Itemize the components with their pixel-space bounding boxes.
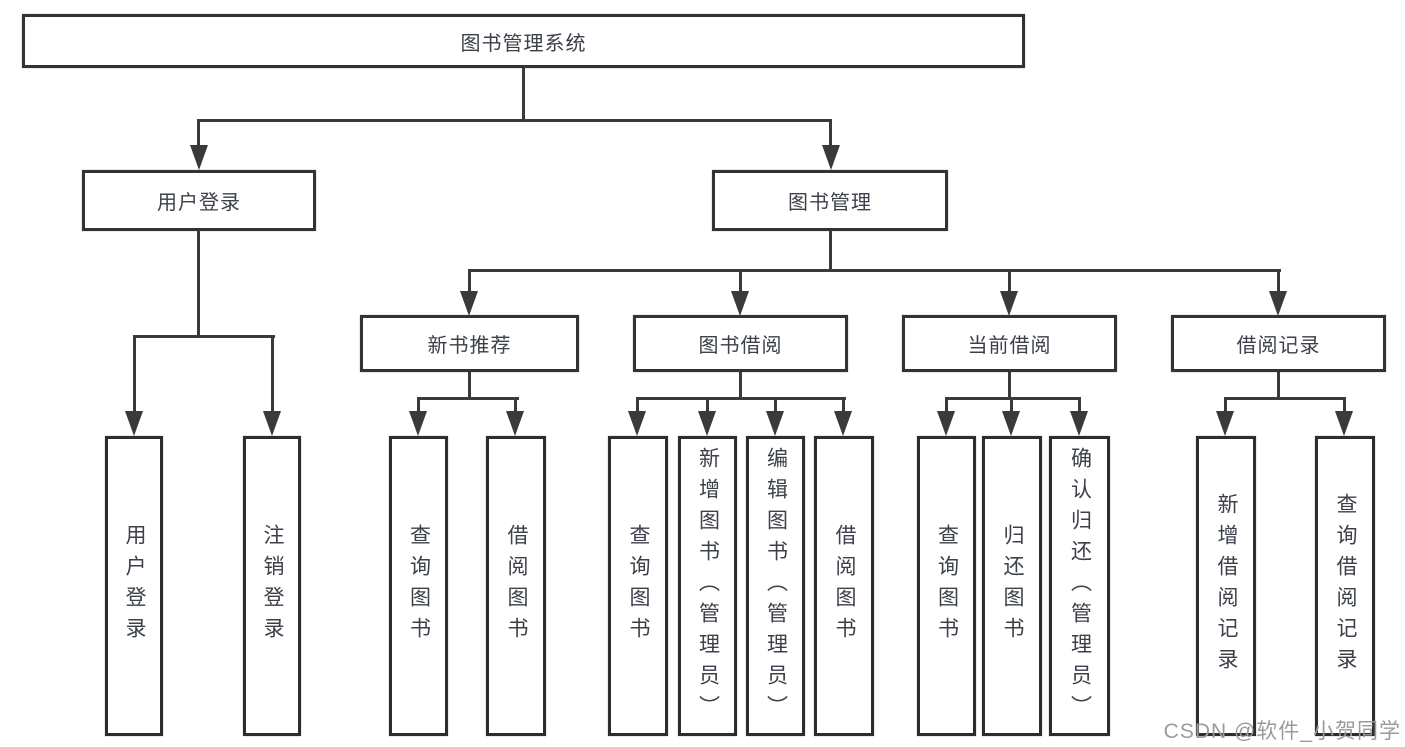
connector-line-borrow-edit: [774, 397, 777, 413]
connector-line-borrow-lend: [842, 397, 845, 413]
leaf-borrow-books-recommend: 借阅图书: [486, 436, 546, 736]
connector-borrow-branch: [636, 397, 846, 400]
leaf-query-books-current: 查询图书: [917, 436, 976, 736]
connector-line-records-add: [1224, 397, 1227, 413]
leaf-logout: 注销登录: [243, 436, 301, 736]
node-new-book-recommend: 新书推荐: [360, 315, 579, 372]
leaf-query-borrow-record: 查询借阅记录: [1315, 436, 1375, 736]
arrowhead-current-borrow: [1000, 291, 1018, 316]
arrowhead-new-book-recommend: [460, 291, 478, 316]
connector-line-borrow-add: [706, 397, 709, 413]
connector-current-stub: [1008, 372, 1011, 399]
connector-line-book-management: [829, 119, 832, 146]
connector-line-records-query: [1343, 397, 1346, 413]
connector-records-branch: [1224, 397, 1346, 400]
leaf-add-borrow-record: 新增借阅记录: [1196, 436, 1256, 736]
arrowhead-records-add: [1216, 411, 1234, 436]
arrowhead-current-query: [937, 411, 955, 436]
node-borrow-records: 借阅记录: [1171, 315, 1386, 372]
connector-line-leaf-user-login: [133, 335, 136, 413]
arrowhead-borrow-query: [628, 411, 646, 436]
arrowhead-current-return: [1002, 411, 1020, 436]
arrowhead-leaf-logout: [263, 411, 281, 436]
leaf-user-login: 用户登录: [105, 436, 163, 736]
arrowhead-borrow-records: [1269, 291, 1287, 316]
connector-line-book-borrow: [739, 269, 742, 293]
connector-line-recommend-borrow: [514, 397, 517, 413]
arrowhead-book-management: [822, 145, 840, 170]
node-current-borrow: 当前借阅: [902, 315, 1117, 372]
node-book-management: 图书管理: [712, 170, 948, 231]
connector-line-user-login: [197, 119, 200, 146]
connector-recommend-stub: [468, 372, 471, 399]
leaf-query-books-borrow: 查询图书: [608, 436, 668, 736]
node-root-system: 图书管理系统: [22, 14, 1025, 68]
arrowhead-user-login: [190, 145, 208, 170]
connector-user-login-branch: [133, 335, 275, 338]
arrowhead-borrow-edit: [766, 411, 784, 436]
arrowhead-current-confirm: [1070, 411, 1088, 436]
leaf-borrow-books-borrow: 借阅图书: [814, 436, 874, 736]
leaf-add-books-admin: 新增图书（管理员）: [678, 436, 737, 736]
csdn-watermark: CSDN @软件_小贺同学: [1163, 720, 1401, 743]
connector-borrow-stub: [739, 372, 742, 399]
arrowhead-borrow-add: [698, 411, 716, 436]
connector-line-new-book-recommend: [468, 269, 471, 293]
connector-level3-branch: [469, 269, 1281, 272]
node-book-borrow: 图书借阅: [633, 315, 848, 372]
leaf-query-books-recommend: 查询图书: [389, 436, 448, 736]
connector-line-borrow-records: [1277, 269, 1280, 293]
arrowhead-leaf-user-login: [125, 411, 143, 436]
arrowhead-records-query: [1335, 411, 1353, 436]
connector-user-login-stub: [197, 231, 200, 337]
arrowhead-recommend-query: [409, 411, 427, 436]
leaf-edit-books-admin: 编辑图书（管理员）: [746, 436, 805, 736]
leaf-return-books: 归还图书: [982, 436, 1042, 736]
connector-line-current-query: [945, 397, 948, 413]
connector-line-borrow-query: [636, 397, 639, 413]
connector-records-stub: [1277, 372, 1280, 399]
arrowhead-book-borrow: [731, 291, 749, 316]
connector-book-management-stub: [829, 231, 832, 272]
connector-line-leaf-logout: [271, 335, 274, 413]
node-user-login: 用户登录: [82, 170, 316, 231]
connector-level2-branch: [197, 119, 832, 122]
arrowhead-borrow-lend: [834, 411, 852, 436]
connector-line-recommend-query: [417, 397, 420, 413]
leaf-confirm-return-admin: 确认归还（管理员）: [1049, 436, 1110, 736]
connector-line-current-borrow: [1008, 269, 1011, 293]
arrowhead-recommend-borrow: [506, 411, 524, 436]
connector-root-trunk: [522, 68, 525, 121]
connector-line-current-return: [1010, 397, 1013, 413]
connector-recommend-branch: [417, 397, 519, 400]
connector-line-current-confirm: [1078, 397, 1081, 413]
